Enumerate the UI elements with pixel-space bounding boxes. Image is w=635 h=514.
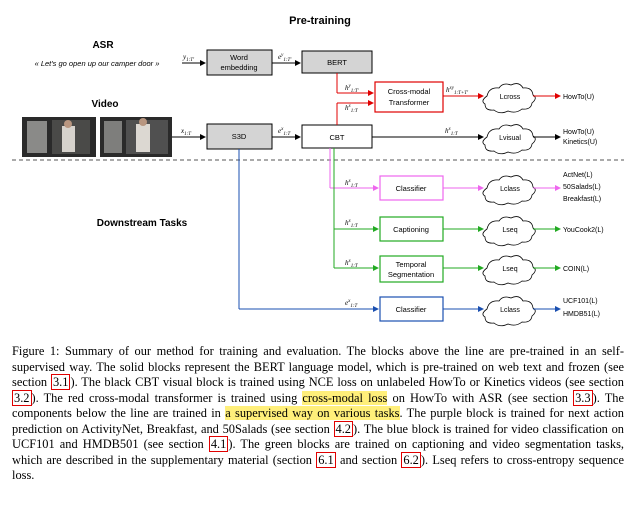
var-hx-temporal: hx1:T	[345, 259, 359, 269]
word-embedding-label-1: Word	[230, 53, 248, 62]
temporal-segmentation-block	[379, 255, 444, 283]
highlight-supervised-way: a supervised way on various tasks	[225, 406, 400, 420]
section-ref-4-1[interactable]: 4.1	[208, 436, 229, 452]
output-breakfast: Breakfast(L)	[563, 196, 601, 203]
caption-text-10: ). Lseq refers to cross-entropy sequence…	[12, 452, 625, 483]
output-50salads: 50Salads(L)	[563, 184, 601, 191]
output-howto-visual: HowTo(U)	[563, 129, 594, 136]
lvisual-loss: Lvisual	[482, 124, 536, 155]
caption-text-6: . The purple block is trained for next a…	[12, 406, 624, 436]
classifier-blue-label: Classifier	[396, 305, 427, 314]
method-diagram: Pre-training ASR « Let's go open up our …	[12, 15, 624, 327]
video-label: Video	[91, 99, 118, 110]
classifier-blue-block	[379, 296, 444, 322]
lclass-blue-loss: Lclass	[482, 296, 536, 327]
var-hx-purple: hx1:T	[345, 179, 359, 189]
cross-modal-label-1: Cross-modal	[388, 87, 431, 96]
captioning-block	[379, 216, 444, 242]
var-hxy: hxy1:T+T'	[446, 86, 469, 96]
lclass-purple-label: Lclass	[500, 186, 520, 193]
caption-text-9: and section	[335, 452, 402, 467]
lseq-captioning-loss: Lseq	[482, 216, 536, 247]
downstream-label: Downstream Tasks	[97, 218, 188, 229]
output-kinetics: Kinetics(U)	[563, 139, 597, 146]
output-youcook2: YouCook2(L)	[563, 227, 604, 234]
video-thumbnail-2	[100, 117, 172, 157]
word-embedding-label-2: embedding	[220, 63, 257, 72]
classifier-purple-block	[379, 175, 444, 201]
output-actnet: ActNet(L)	[563, 172, 593, 179]
var-ex: ex1:T	[278, 127, 292, 137]
caption-text-7: ). The blue block is trained for video c…	[12, 421, 624, 452]
output-hmdb51: HMDB51(L)	[563, 311, 600, 318]
caption-text-3: ). The red cross-modal transformer is tr…	[31, 390, 303, 405]
lclass-purple-loss: Lclass	[482, 175, 536, 206]
lclass-blue-label: Lclass	[500, 307, 520, 314]
section-ref-6-2[interactable]: 6.2	[401, 451, 421, 468]
pretraining-title: Pre-training	[289, 15, 351, 27]
output-coin: COIN(L)	[563, 266, 589, 273]
section-ref-3-1[interactable]: 3.1	[50, 374, 71, 390]
caption-text-1: Figure 1: Summary of our method for trai…	[12, 344, 624, 389]
var-hy: hy1:T'	[345, 84, 360, 94]
caption-text-5: ). The components below the line are tra…	[12, 390, 624, 421]
cbt-label: CBT	[330, 133, 345, 142]
captioning-label: Captioning	[393, 225, 429, 234]
section-ref-4-2[interactable]: 4.2	[333, 420, 354, 437]
highlight-cross-modal-loss: cross-modal loss	[302, 390, 388, 405]
var-ey: ey1:T'	[278, 53, 292, 63]
caption-text-2: ). The black CBT visual block is trained…	[70, 375, 624, 389]
var-hx-visual: hx1:T	[445, 127, 459, 137]
lseq-temporal-label: Lseq	[502, 266, 517, 273]
temporal-label-1: Temporal	[396, 260, 427, 269]
asr-label: ASR	[92, 40, 114, 51]
section-ref-3-2[interactable]: 3.2	[12, 389, 32, 406]
s3d-block	[206, 123, 273, 150]
figure-caption: Figure 1: Summary of our method for trai…	[12, 344, 624, 484]
classifier-purple-label: Classifier	[396, 184, 427, 193]
lseq-temporal-loss: Lseq	[482, 255, 536, 286]
caption-text-4: on HowTo with ASR (see section	[387, 390, 574, 405]
output-ucf101: UCF101(L)	[563, 298, 598, 305]
lcross-loss: Lcross	[482, 83, 536, 114]
section-ref-6-1[interactable]: 6.1	[316, 451, 336, 468]
var-hx-red: hx1:T	[345, 104, 359, 114]
var-x: x1:T	[180, 127, 192, 137]
caption-text-8: ). The green blocks are trained on capti…	[12, 437, 624, 467]
output-howto-cross: HowTo(U)	[563, 94, 594, 101]
lseq-captioning-label: Lseq	[502, 227, 517, 234]
lvisual-label: Lvisual	[499, 135, 521, 142]
var-y: y1:T'	[182, 53, 195, 63]
bert-label: BERT	[327, 58, 347, 67]
section-ref-3-3[interactable]: 3.3	[573, 389, 593, 406]
s3d-label: S3D	[232, 132, 247, 141]
cross-modal-label-2: Transformer	[389, 98, 430, 107]
video-thumbnail-1	[22, 117, 96, 157]
lcross-label: Lcross	[500, 94, 521, 101]
var-hx-captioning: hx1:T	[345, 219, 359, 229]
cross-modal-transformer-block	[374, 81, 444, 113]
asr-transcript: « Let's go open up our camper door »	[35, 59, 160, 68]
temporal-label-2: Segmentation	[388, 270, 434, 279]
var-ex-blue: ex1:T	[345, 299, 359, 309]
